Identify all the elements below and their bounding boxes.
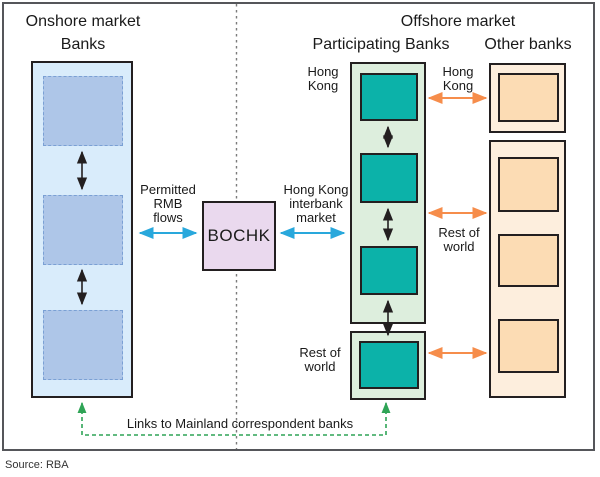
onshore-market-title-line1: Onshore market (25, 13, 141, 30)
mainland-links-label: Links to Mainland correspondent banks (126, 416, 354, 431)
onshore-bank-box-3 (43, 310, 123, 380)
rest-of-world-label-participating: Rest of world (299, 345, 341, 374)
offshore-market-title: Offshore market (400, 13, 516, 30)
onshore-banks-heading: Banks (60, 36, 106, 53)
onshore-market-title: Onshore market Banks (13, 10, 153, 56)
participating-bank-box-3 (360, 246, 418, 295)
permitted-rmb-flows-label: Permitted RMB flows (140, 182, 196, 225)
bochk-box: BOCHK (202, 201, 276, 271)
other-bank-box-1 (498, 73, 559, 122)
participating-bank-box-4 (359, 341, 419, 389)
other-bank-box-3 (498, 234, 559, 287)
other-banks-heading: Other banks (484, 36, 572, 53)
onshore-bank-box-1 (43, 76, 123, 146)
other-bank-box-2 (498, 157, 559, 212)
other-bank-box-4 (498, 319, 559, 373)
rest-of-world-label-other: Rest of world (438, 225, 480, 254)
onshore-bank-box-2 (43, 195, 123, 265)
hk-interbank-market-label: Hong Kong interbank market (283, 182, 349, 225)
source-note: Source: RBA (5, 459, 69, 471)
hong-kong-label-participating: Hong Kong (307, 64, 339, 93)
participating-banks-heading: Participating Banks (312, 36, 450, 53)
hong-kong-label-other: Hong Kong (442, 64, 474, 93)
participating-bank-box-1 (360, 73, 418, 121)
participating-bank-box-2 (360, 153, 418, 203)
bochk-label: BOCHK (207, 226, 271, 245)
